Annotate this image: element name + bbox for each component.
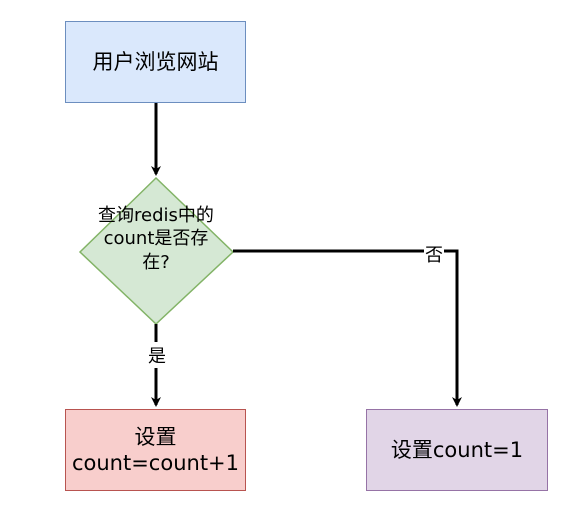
arrow-decision-to-no [233,249,462,407]
start-node-label: 用户浏览网站 [92,49,219,74]
yes-action-line-1: 设置 [134,424,177,449]
yes-action-line-2: count=count+1 [71,451,240,475]
no-action-node-label: 设置count=1 [390,437,524,462]
start-node[interactable]: 用户浏览网站 [65,21,246,103]
yes-action-node[interactable]: 设置 count=count+1 [65,409,246,491]
decision-line-3: 在? [142,251,170,273]
no-edge-label: 否 [424,241,444,267]
yes-edge-label: 是 [147,342,167,368]
no-action-node[interactable]: 设置count=1 [366,409,548,491]
decision-node-label: 查询redis中的 count是否存 在? [80,204,232,274]
decision-line-2: count是否存 [103,228,209,250]
decision-line-1: 查询redis中的 [98,205,214,226]
